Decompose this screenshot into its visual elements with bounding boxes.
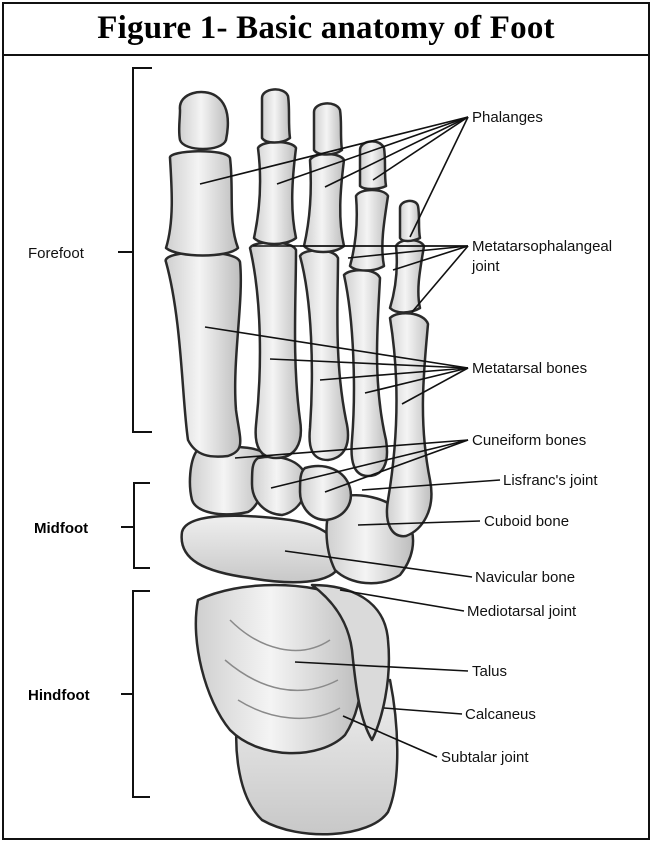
metatarsal-2 <box>250 242 301 458</box>
metatarsal-5 <box>387 313 431 536</box>
phalanges-label: Phalanges <box>472 109 543 126</box>
metatarsal-3 <box>300 250 348 460</box>
forefoot-label: Forefoot <box>28 245 85 262</box>
forefoot-bracket <box>118 68 152 432</box>
navicular-bone <box>182 516 341 582</box>
subtalar-joint-label: Subtalar joint <box>441 749 529 766</box>
hindfoot-label: Hindfoot <box>28 687 90 704</box>
lisfranc-joint-label: Lisfranc's joint <box>503 472 598 489</box>
mtp-joint-label-line2: joint <box>471 258 500 275</box>
talus-label: Talus <box>472 663 507 680</box>
navicular-bone-label: Navicular bone <box>475 569 575 586</box>
cuboid-bone-label: Cuboid bone <box>484 513 569 530</box>
metatarsal-4 <box>344 270 387 476</box>
proximal-phalanx-4 <box>350 190 388 271</box>
proximal-phalanx-1 <box>166 151 238 255</box>
proximal-phalanx-2 <box>254 142 296 244</box>
midfoot-bracket <box>121 483 150 568</box>
foot-illustration <box>166 89 432 834</box>
metatarsal-bones-label: Metatarsal bones <box>472 360 587 377</box>
distal-phalanx-1 <box>179 92 228 149</box>
mediotarsal-joint-label: Mediotarsal joint <box>467 603 577 620</box>
midfoot-label: Midfoot <box>34 520 88 537</box>
proximal-phalanx-3 <box>304 154 344 252</box>
mtp-joint-label-line1: Metatarsophalangeal <box>472 238 612 255</box>
calcaneus-label: Calcaneus <box>465 706 536 723</box>
cuneiform-bones-label: Cuneiform bones <box>472 432 586 449</box>
hindfoot-bracket <box>121 591 150 797</box>
metatarsal-1 <box>166 252 241 456</box>
